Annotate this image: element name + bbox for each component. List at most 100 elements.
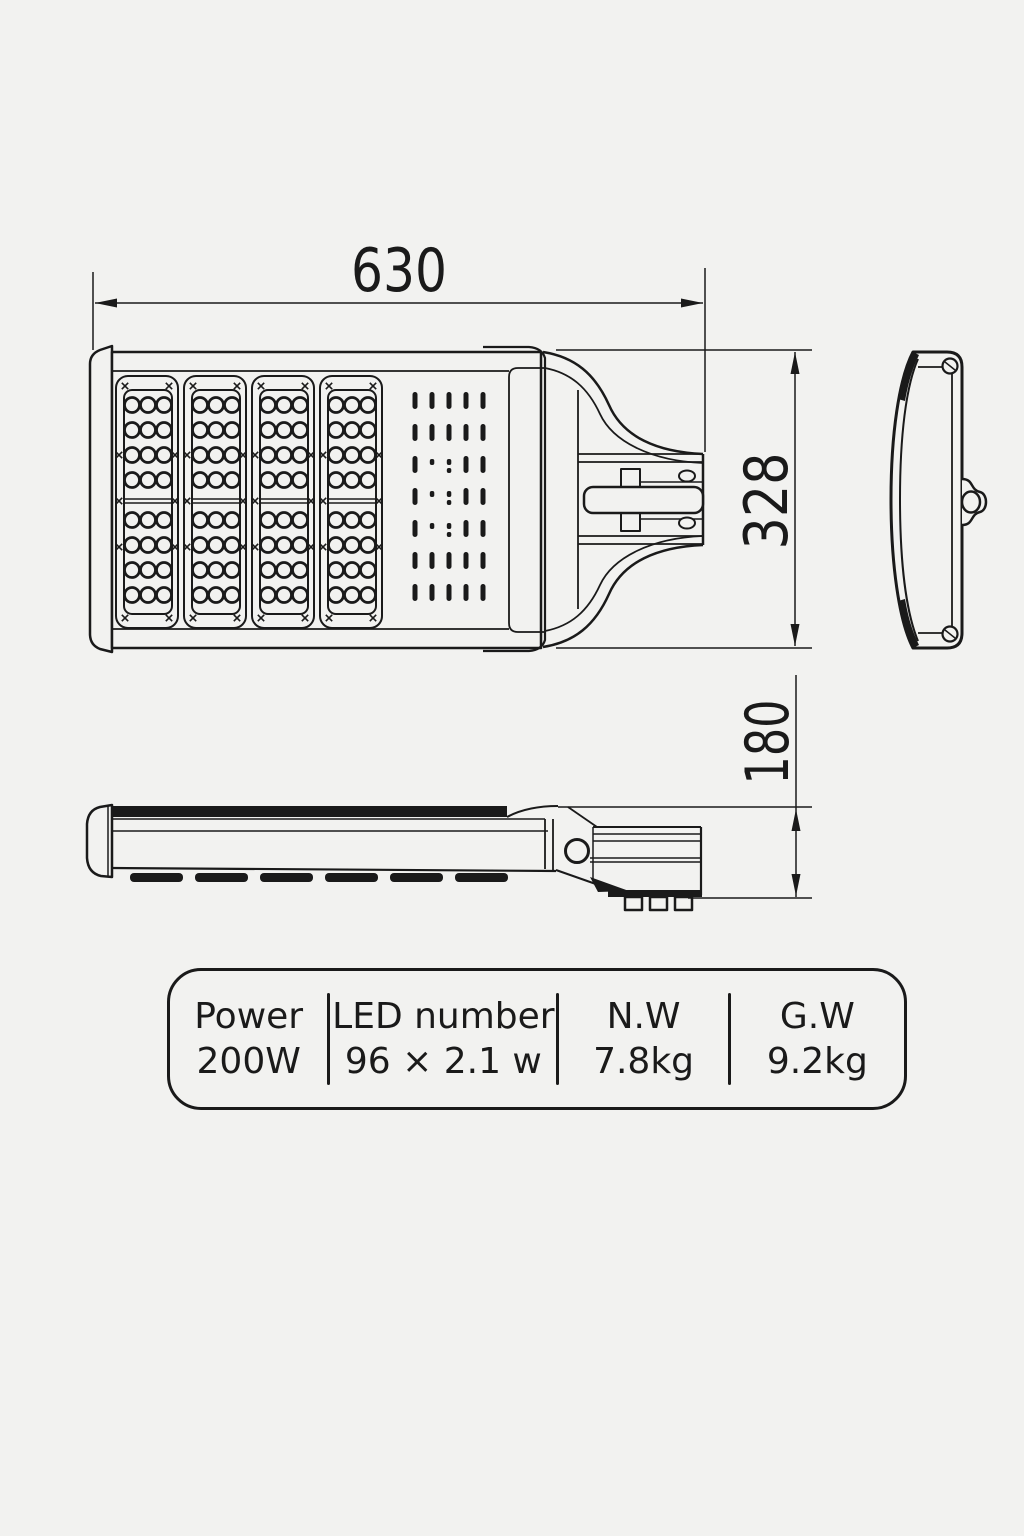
screw-mark (301, 614, 309, 622)
led (123, 396, 141, 414)
screw-mark (165, 614, 173, 622)
led (207, 511, 225, 529)
led (343, 561, 361, 579)
led (207, 586, 225, 604)
led-module (183, 375, 247, 629)
clamp-center-bar (582, 485, 705, 515)
led (291, 561, 309, 579)
screw-mark (257, 614, 265, 622)
arrowhead-up (791, 809, 801, 831)
screw-mark (233, 382, 241, 390)
screw-mark (171, 451, 179, 459)
led (291, 536, 309, 554)
screw-mark (319, 497, 327, 505)
led (123, 446, 141, 464)
dimension-630: 630 (92, 236, 706, 452)
led-module-inner-frame (123, 389, 173, 615)
led (275, 471, 293, 489)
driver-vent-grid (412, 392, 486, 601)
vent-slot (446, 392, 452, 409)
led (291, 511, 309, 529)
vent-slot (463, 424, 469, 441)
led (359, 471, 377, 489)
vent-slot (412, 456, 418, 473)
arm-inner-curve-top (544, 367, 704, 464)
vent-slot (429, 392, 435, 409)
led (155, 536, 173, 554)
led (223, 471, 241, 489)
vent-slot (412, 520, 418, 537)
led (139, 446, 157, 464)
end-view-corner-shade (898, 599, 919, 648)
screw-mark (233, 614, 241, 622)
led (123, 561, 141, 579)
arm-outer-curve-bottom (542, 543, 704, 649)
dimension-328: 328 (556, 349, 812, 649)
led (155, 561, 173, 579)
led (191, 421, 209, 439)
column-divider (327, 993, 331, 1085)
vent-slot (429, 552, 435, 569)
led (123, 536, 141, 554)
vent-slot (480, 392, 486, 409)
led (359, 511, 377, 529)
led (343, 421, 361, 439)
vent-slot (429, 424, 435, 441)
led (207, 421, 225, 439)
screw-mark (115, 451, 123, 459)
vent-slot (480, 488, 486, 505)
spec-value: 7.8kg (593, 1041, 695, 1082)
spec-cell-power: Power 200W (170, 971, 327, 1107)
hood-rear-edge (567, 806, 598, 828)
vent-slot (480, 552, 486, 569)
led (223, 511, 241, 529)
screw-mark (239, 543, 247, 551)
heatsink-fin (130, 873, 183, 882)
vent-slot (463, 584, 469, 601)
vent-slot (446, 552, 452, 569)
vent-dot (446, 491, 452, 497)
led (139, 396, 157, 414)
led (207, 396, 225, 414)
led (359, 446, 377, 464)
vent-slot (412, 488, 418, 505)
vent-slot (446, 584, 452, 601)
vent-slot (412, 392, 418, 409)
vent-slot (412, 584, 418, 601)
vent-dot (446, 500, 452, 505)
led (327, 536, 345, 554)
heatsink-fin (325, 873, 378, 882)
screw-mark (375, 497, 383, 505)
vent-slot (463, 456, 469, 473)
led (327, 586, 345, 604)
screw-mark (183, 451, 191, 459)
arrowhead-down (790, 624, 800, 646)
driver-lid-outline (483, 345, 547, 653)
screw-mark (301, 382, 309, 390)
screw-mark (375, 543, 383, 551)
led (275, 446, 293, 464)
screw-mark (189, 614, 197, 622)
vent-slot (480, 456, 486, 473)
led (343, 511, 361, 529)
led (275, 586, 293, 604)
dimension-180: 180 (558, 675, 812, 899)
end-view (889, 350, 988, 650)
clamp-tab (620, 512, 641, 532)
cable-gland (648, 895, 669, 912)
led (259, 446, 277, 464)
led (139, 586, 157, 604)
endcap-left (88, 344, 114, 654)
cable-gland (623, 895, 644, 912)
screw-mark (325, 382, 333, 390)
led (139, 471, 157, 489)
led-module-array (115, 375, 383, 629)
driver-lid-inner-edge (508, 367, 545, 633)
screw-slot (944, 361, 956, 371)
led (343, 396, 361, 414)
vent-slot (429, 584, 435, 601)
screw-mark (319, 543, 327, 551)
screw-mark (239, 451, 247, 459)
heatsink-fin-strip (130, 873, 508, 882)
